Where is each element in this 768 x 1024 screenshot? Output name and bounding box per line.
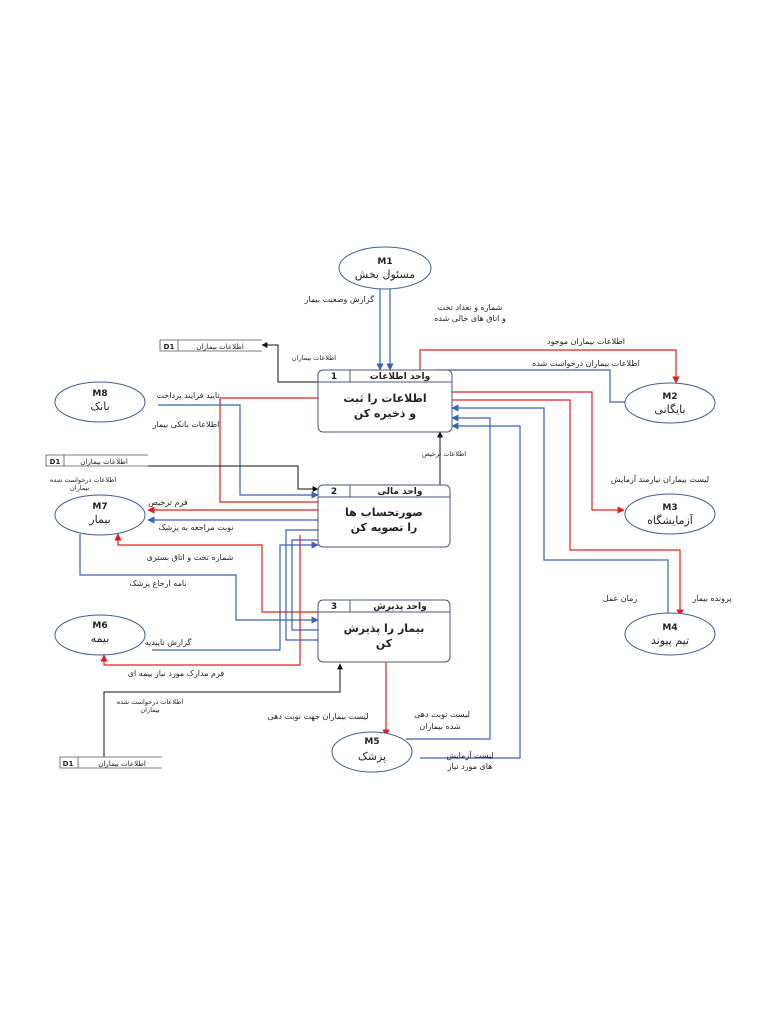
process-3-line1: بیمار را پذیرش bbox=[344, 622, 425, 635]
flow-line-bank-info bbox=[219, 397, 318, 503]
flow-label-discharge-info: اطلاعات ترخیص bbox=[422, 450, 466, 458]
entity-m5-name: پزشک bbox=[358, 750, 386, 763]
entity-m4-name: تیم پیوند bbox=[651, 634, 689, 647]
entity-m2-name: بایگانی bbox=[654, 403, 685, 416]
entity-m3: M3 آزمایشگاه bbox=[624, 493, 716, 535]
flow-label-req-store-1: اطلاعات درخواست شده bbox=[50, 476, 116, 484]
data-store-1-name: اطلاعات بیماران bbox=[196, 343, 244, 351]
flow-label-lab-list: لیست بیماران نیازمند آزمایش bbox=[611, 474, 709, 484]
process-1-line1: اطلاعات را ثبت bbox=[343, 392, 426, 405]
flow-line-requested bbox=[432, 369, 630, 403]
entity-m5: M5 پزشک bbox=[331, 731, 413, 773]
entity-m1-name: مسئول بخش bbox=[355, 268, 415, 281]
flow-line-tests bbox=[420, 422, 521, 759]
flow-label-discharge-form: فرم ترخیص bbox=[148, 498, 188, 507]
entity-m1: M1 مسئول بخش bbox=[338, 246, 432, 290]
entity-m2: M2 بایگانی bbox=[624, 382, 716, 424]
entity-m7-id: M7 bbox=[92, 502, 107, 512]
entity-m8-id: M8 bbox=[92, 389, 107, 399]
flow-line-p3-p2-b bbox=[285, 529, 318, 641]
process-1-line2: و ذخیره کن bbox=[354, 407, 416, 420]
data-store-2: D1 اطلاعات بیماران bbox=[45, 454, 148, 467]
entity-m7-name: بیمار bbox=[88, 513, 110, 526]
data-store-3: D1 اطلاعات بیماران bbox=[59, 756, 162, 769]
entity-m3-id: M3 bbox=[662, 503, 677, 513]
flow-label-report-status: گزارش وضعیت بیمار bbox=[303, 294, 374, 304]
process-1-unit: واحد اطلاعات bbox=[370, 372, 430, 382]
flow-label-tests-1: لیست آزمایش bbox=[446, 750, 494, 760]
entity-m6-name: بیمه bbox=[91, 632, 110, 645]
process-1-number: 1 bbox=[331, 372, 337, 382]
data-store-2-id: D1 bbox=[50, 458, 61, 466]
process-1: 1 واحد اطلاعات اطلاعات را ثبت و ذخیره کن bbox=[317, 369, 453, 433]
flow-label-req-p3-2: بیماران bbox=[140, 706, 159, 714]
flow-line-store3 bbox=[103, 663, 343, 757]
flow-line-patient-file bbox=[452, 399, 684, 617]
flow-line-p3-p2-a bbox=[291, 539, 318, 631]
flow-line-referral bbox=[79, 534, 319, 624]
process-3-number: 3 bbox=[331, 602, 337, 612]
entity-m4-id: M4 bbox=[662, 623, 677, 633]
entity-m7: M7 بیمار bbox=[54, 494, 146, 536]
entity-m2-id: M2 bbox=[662, 392, 677, 402]
entity-m1-id: M1 bbox=[377, 257, 392, 267]
flow-label-turn-list: لیست بیماران جهت نوبت دهی bbox=[267, 712, 368, 721]
flow-line-confirm-pay bbox=[158, 404, 319, 499]
flow-label-req-p3-1: اطلاعات درخواست شده bbox=[117, 698, 183, 706]
entity-m6-id: M6 bbox=[92, 621, 107, 631]
flow-line-lab-list bbox=[452, 391, 625, 514]
flow-label-confirm-pay: تایید فرایند پرداخت bbox=[156, 391, 219, 400]
flow-label-turned-2: شده بیماران bbox=[419, 722, 461, 731]
flow-label-confirm-report: گزارش تاییدیه bbox=[145, 637, 192, 647]
entity-m4: M4 تیم پیوند bbox=[624, 612, 716, 656]
flow-label-patient-file: پرونده بیمار bbox=[691, 594, 731, 603]
entity-m8-name: بانک bbox=[90, 400, 109, 413]
flow-line-confirm-report bbox=[152, 541, 319, 651]
entity-m3-name: آزمایشگاه bbox=[647, 513, 694, 527]
data-store-1: D1 اطلاعات بیماران bbox=[159, 339, 262, 352]
entity-m6: M6 بیمه bbox=[54, 614, 146, 656]
data-store-2-name: اطلاعات بیماران bbox=[80, 458, 128, 466]
flow-label-store-info: اطلاعات بیماران bbox=[292, 354, 336, 362]
flow-line-existing bbox=[419, 349, 680, 384]
flow-line-insurance-docs bbox=[100, 535, 301, 666]
flow-label-work-time: زمان عمل bbox=[603, 594, 638, 603]
flow-label-beds-2: و اتاق های خالی شده bbox=[434, 314, 506, 323]
flow-label-beds-1: شماره و تعداد تخت bbox=[438, 303, 503, 312]
flow-label-turned-1: لیست نوبت دهی bbox=[414, 710, 470, 719]
flow-line-store-info bbox=[261, 342, 318, 383]
flow-label-bank-info: اطلاعات بانکی بیمار bbox=[152, 420, 220, 429]
flow-label-tests-2: های مورد نیاز bbox=[447, 762, 493, 771]
entity-m5-id: M5 bbox=[364, 737, 379, 747]
process-2: 2 واحد مالی صورتحساب ها را تصویه کن bbox=[317, 484, 451, 548]
process-2-line2: را تصویه کن bbox=[351, 521, 418, 534]
process-3-line2: کن bbox=[376, 637, 393, 650]
entity-m8: M8 بانک bbox=[54, 381, 146, 423]
flow-line-bed-room bbox=[114, 533, 318, 613]
flow-label-visit-turn: نوبت مراجعه به پزشک bbox=[158, 523, 233, 532]
data-store-3-id: D1 bbox=[63, 760, 74, 768]
flow-label-requested: اطلاعات بیماران درخواست شده bbox=[532, 359, 640, 368]
process-2-line1: صورتحساب ها bbox=[345, 506, 423, 519]
flow-label-bed-room: شماره تخت و اتاق بستری bbox=[147, 553, 234, 562]
flow-label-existing: اطلاعات بیماران موجود bbox=[547, 337, 625, 346]
flow-label-insurance-docs: فرم مدارک مورد نیاز بیمه ای bbox=[128, 669, 225, 678]
flow-line-store2 bbox=[148, 465, 319, 492]
data-store-3-name: اطلاعات بیماران bbox=[98, 760, 146, 768]
process-2-unit: واحد مالی bbox=[378, 487, 423, 497]
flow-line-work-time bbox=[451, 404, 669, 616]
process-3-unit: واحد پذیرش bbox=[373, 602, 426, 612]
flow-line-turned bbox=[406, 414, 491, 740]
process-2-number: 2 bbox=[331, 487, 337, 497]
flow-label-req-store-2: بیماران bbox=[70, 484, 89, 492]
process-3: 3 واحد پذیرش بیمار را پذیرش کن bbox=[317, 599, 451, 663]
flow-label-referral: نامه ارجاع پزشک bbox=[129, 579, 186, 588]
data-store-1-id: D1 bbox=[164, 343, 175, 351]
